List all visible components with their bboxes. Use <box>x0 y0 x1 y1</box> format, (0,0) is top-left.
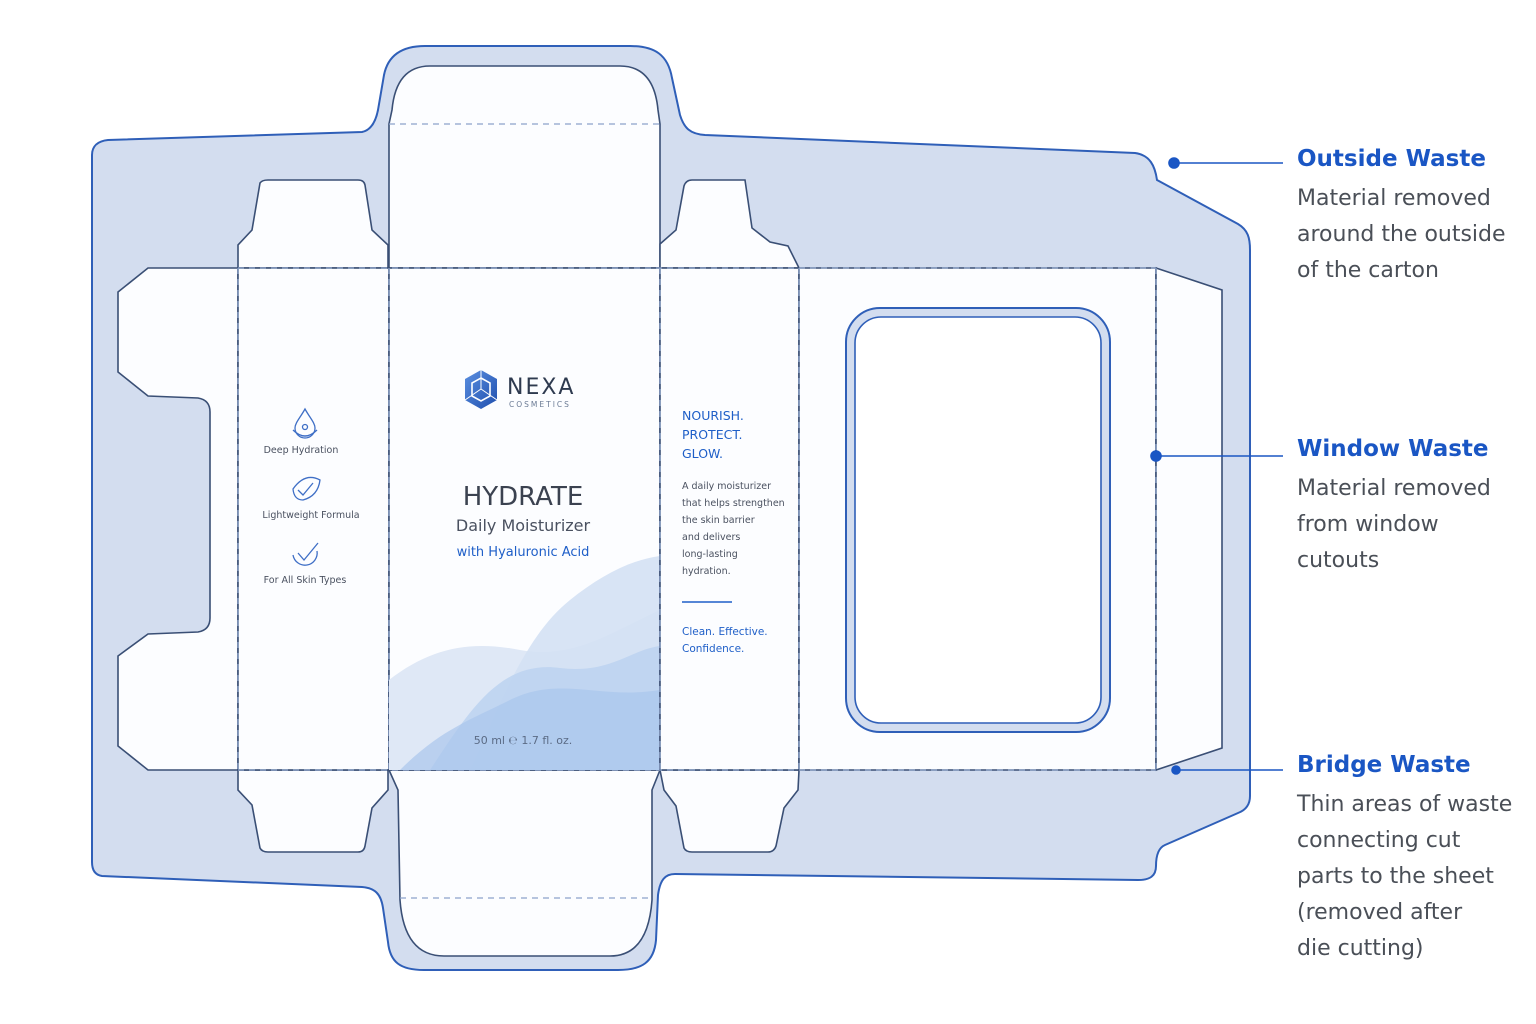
callout-desc-line: parts to the sheet <box>1297 864 1494 889</box>
callout-leaders <box>1150 157 1283 775</box>
description-line-2: that helps strengthen <box>682 498 785 509</box>
bottom-dust-flap-right <box>659 769 800 853</box>
glue-flap <box>117 267 239 771</box>
description-line-3: the skin barrier <box>682 515 755 526</box>
callout-desc-outside: Material removed around the outside of t… <box>1297 181 1506 289</box>
brand-subtitle: COSMETICS <box>509 400 571 409</box>
callout-desc-line: connecting cut <box>1297 828 1461 853</box>
product-line2: with Hyaluronic Acid <box>457 545 590 560</box>
callout-title-bridge: Bridge Waste <box>1297 752 1471 778</box>
callout-desc-window: Material removed from window cutouts <box>1297 471 1491 579</box>
top-dust-flap-right <box>659 179 801 269</box>
description-line-4: and delivers <box>682 532 740 543</box>
feature-label-1: Deep Hydration <box>264 445 339 456</box>
callout-desc-bridge: Thin areas of waste connecting cut parts… <box>1297 787 1512 967</box>
product-volume: 50 ml ℮ 1.7 fl. oz. <box>474 734 573 747</box>
callout-desc-line: from window <box>1297 512 1439 537</box>
top-tuck-flap <box>388 65 661 269</box>
callout-desc-line: of the carton <box>1297 258 1439 283</box>
feature-label-2: Lightweight Formula <box>262 510 359 521</box>
description-line-1: A daily moisturizer <box>682 481 771 492</box>
tagline-line-1: Clean. Effective. <box>682 626 768 638</box>
leaf-check-icon <box>292 476 321 501</box>
end-flap-right <box>1155 266 1223 772</box>
callout-title-window: Window Waste <box>1297 436 1489 462</box>
tagline-line-2: Confidence. <box>682 643 744 655</box>
callout-desc-line: Thin areas of waste <box>1297 792 1513 817</box>
decorative-waves <box>389 556 659 770</box>
callout-desc-line: cutouts <box>1297 548 1380 573</box>
callout-dot-outside <box>1168 157 1180 169</box>
callout-dot-bridge <box>1171 765 1181 775</box>
bottom-dust-flap-left <box>237 769 389 853</box>
brand-name: NEXA <box>507 375 575 400</box>
nexa-logo <box>464 370 498 409</box>
side-slogan: NOURISH. PROTECT. GLOW. <box>682 408 744 461</box>
product-line1: Daily Moisturizer <box>456 516 591 535</box>
top-dust-flap-left <box>237 179 389 269</box>
callout-dot-window <box>1150 450 1162 462</box>
window-cutout <box>854 316 1102 724</box>
callout-desc-line: Material removed <box>1297 476 1491 501</box>
callout-desc-line: around the outside <box>1297 222 1506 247</box>
description-line-6: hydration. <box>682 566 731 577</box>
slogan-line-2: PROTECT. <box>682 427 742 442</box>
callout-desc-line: Material removed <box>1297 186 1491 211</box>
back-panel <box>237 267 390 771</box>
check-circle-icon <box>292 542 319 566</box>
droplet-icon <box>292 407 318 439</box>
description-line-5: long-lasting <box>682 549 738 560</box>
bottom-tuck-flap <box>387 769 662 957</box>
product-name: HYDRATE <box>463 482 584 512</box>
callout-title-outside: Outside Waste <box>1297 146 1486 172</box>
feature-label-3: For All Skin Types <box>264 575 347 586</box>
side-panel <box>659 267 800 771</box>
slogan-line-3: GLOW. <box>682 446 723 461</box>
slogan-line-1: NOURISH. <box>682 408 744 423</box>
callout-desc-line: (removed after <box>1297 900 1463 925</box>
callout-desc-line: die cutting) <box>1297 936 1424 961</box>
side-description: A daily moisturizer that helps strengthe… <box>682 481 785 577</box>
